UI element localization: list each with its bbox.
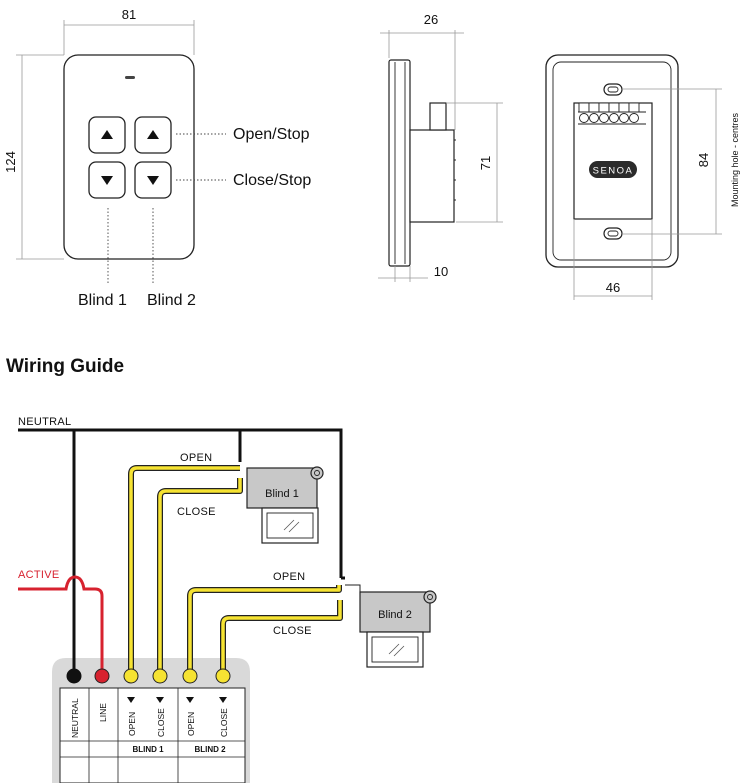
status-led [125,76,135,79]
dim-hole-centres: 84 [696,153,711,167]
brand-logo: SENOA [593,166,634,177]
mounting-hole-top [603,83,623,96]
callout-blind1: Blind 1 [78,292,127,309]
blind2-motor: Blind 2 [359,590,437,668]
wiring-guide-heading: Wiring Guide [6,356,125,377]
signal-wires [128,465,343,672]
back-view: SENOA 84 Mounting hole - centres 46 [545,54,740,300]
dim-back-width: 46 [606,280,620,295]
label-neutral: NEUTRAL [18,416,71,428]
callout-blind2: Blind 2 [147,292,196,309]
triangle-up-icon [147,130,159,139]
callout-close-stop: Close/Stop [233,172,311,189]
triangle-down-icon [127,697,135,703]
dim-side-plate: 10 [434,264,448,279]
side-body [409,129,455,223]
triangle-down-icon [219,697,227,703]
label-active: ACTIVE [18,569,60,581]
triangle-up-icon [101,130,113,139]
triangle-down-icon [186,697,194,703]
blind2-label: Blind 2 [378,609,412,621]
back-plate-inner [552,61,672,261]
dim-side-height: 71 [478,156,493,170]
terminal-blind2-open [182,668,198,684]
active-wire [18,575,104,672]
terminal-label-panel [59,687,246,783]
terminal-blind2-close [215,668,231,684]
triangle-down-icon [156,697,164,703]
terminal-neutral [66,668,82,684]
terminal-blind1-close [152,668,168,684]
triangle-down-icon [147,176,159,185]
switch-plate [63,54,195,260]
mounting-hole-label: Mounting hole - centres [730,112,740,207]
dim-front-width: 81 [122,7,136,22]
dim-front-height: 124 [3,151,18,173]
terminal-label-blind1-open: OPEN [127,712,137,736]
terminal-row [578,102,646,125]
terminal-line [94,668,110,684]
wiring-diagram: NEUTRAL ACTIVE OPEN CLOSE OPEN CLOSE Bli… [18,416,437,783]
terminal-blind1-open [123,668,139,684]
dim-side-depth: 26 [424,12,438,27]
terminal-label-blind1-close: CLOSE [156,708,166,737]
front-view: 81 124 Open/Stop Close/Stop Blind 1 Blin… [3,7,311,309]
blind1-label: Blind 1 [265,488,299,500]
side-terminal [429,102,447,131]
brand-badge [589,161,637,178]
mounting-hole-bottom [603,227,623,240]
terminal-group-blind2: BLIND 2 [194,745,226,754]
terminal-label-line: LINE [98,703,108,722]
neutral-wire [18,428,343,578]
side-view: 26 71 10 [378,12,503,282]
label-close-blind1: CLOSE [177,506,216,518]
terminal-label-neutral: NEUTRAL [70,698,80,738]
label-close-blind2: CLOSE [273,625,312,637]
blind1-motor: Blind 1 [246,466,324,544]
terminal-group-blind1: BLIND 1 [132,745,164,754]
callout-open-stop: Open/Stop [233,126,310,143]
label-open-blind1: OPEN [180,452,212,464]
side-plate [388,59,411,267]
label-open-blind2: OPEN [273,571,305,583]
terminal-label-blind2-open: OPEN [186,712,196,736]
terminal-label-blind2-close: CLOSE [219,708,229,737]
triangle-down-icon [101,176,113,185]
